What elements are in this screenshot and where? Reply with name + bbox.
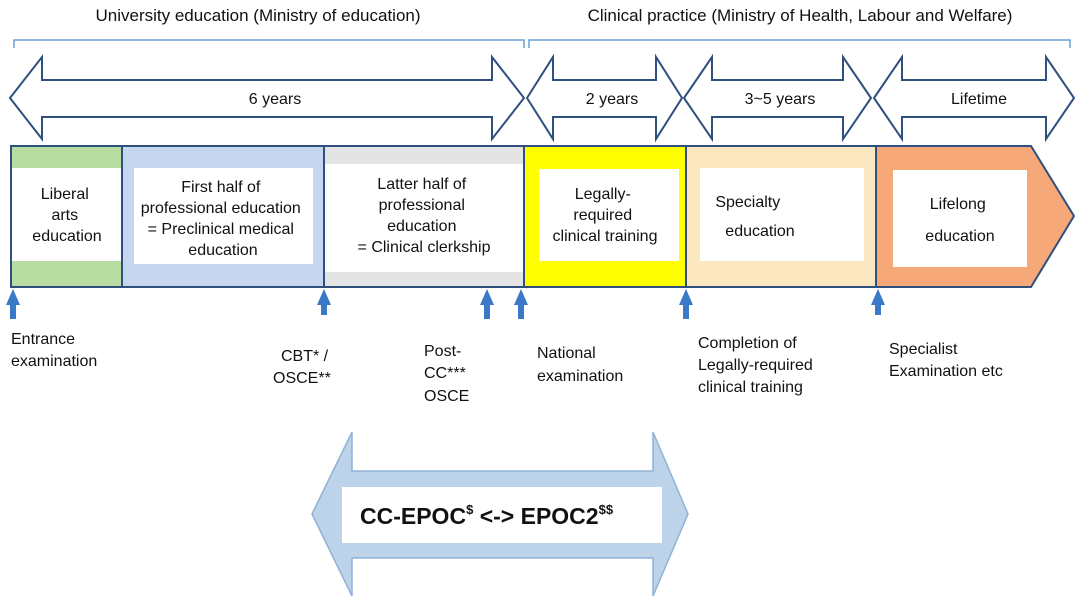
- stage-lifelong-education: Lifelong education: [876, 146, 1074, 287]
- stage-first-half-professional: First half of professional education = P…: [122, 146, 324, 287]
- milestone-specialist-examination: Specialist Examination etc: [889, 341, 1003, 380]
- stage-legally-required-training: Legally- required clinical training: [524, 146, 686, 287]
- milestone-entrance-examination: Entrance examination: [11, 331, 97, 370]
- up-arrow-icon: [480, 289, 494, 319]
- clinical-practice-header: Clinical practice (Ministry of Health, L…: [588, 6, 1013, 25]
- milestone-markers: [6, 289, 885, 319]
- milestone-national-examination: National examination: [537, 345, 623, 385]
- svg-text:Liberal arts educa: Liberal arts education: [32, 186, 101, 245]
- up-arrow-icon: [6, 289, 20, 319]
- stage-latter-half-professional: Latter half of professional education = …: [324, 146, 524, 287]
- svg-text:First half of profession: First half of professional education = P…: [141, 179, 306, 259]
- stage-liberal-arts: Liberal arts education: [11, 146, 122, 287]
- milestone-completion-training: Completion of Legally-required clinical …: [698, 335, 817, 396]
- cc-epoc-label-box: [342, 487, 662, 543]
- svg-text:Legally- required: Legally- required clinical training: [553, 186, 658, 245]
- up-arrow-icon: [317, 289, 331, 315]
- stage-bar-outline: [10, 145, 1076, 288]
- six-years-arrow: [8, 54, 526, 142]
- six-years-label: 6 years: [249, 91, 301, 108]
- lifetime-label: Lifetime: [951, 91, 1007, 108]
- two-years-arrow: [525, 53, 684, 143]
- three-five-years-label: 3~5 years: [745, 91, 816, 108]
- lifetime-arrow: [872, 53, 1076, 143]
- svg-text:Latter half of professio: Latter half of professional education = …: [358, 176, 491, 256]
- up-arrow-icon: [871, 289, 885, 315]
- milestone-cbt-osce: CBT* / OSCE**: [273, 348, 333, 387]
- svg-text:Specialty education: Specialty education: [715, 194, 794, 240]
- university-bracket: [13, 39, 525, 48]
- three-five-years-arrow: [682, 53, 873, 143]
- cc-epoc-label: CC-EPOC$ <-> EPOC2$$: [360, 502, 614, 529]
- university-education-header: University education (Ministry of educat…: [95, 6, 420, 25]
- two-years-label: 2 years: [586, 91, 638, 108]
- milestone-post-cc-osce: Post- CC*** OSCE: [424, 343, 470, 405]
- stage-specialty-education: Specialty education: [686, 146, 876, 287]
- clinical-bracket: [528, 39, 1071, 48]
- up-arrow-icon: [514, 289, 528, 319]
- up-arrow-icon: [679, 289, 693, 319]
- svg-text:Lifelong education: Lifelong education: [925, 196, 994, 245]
